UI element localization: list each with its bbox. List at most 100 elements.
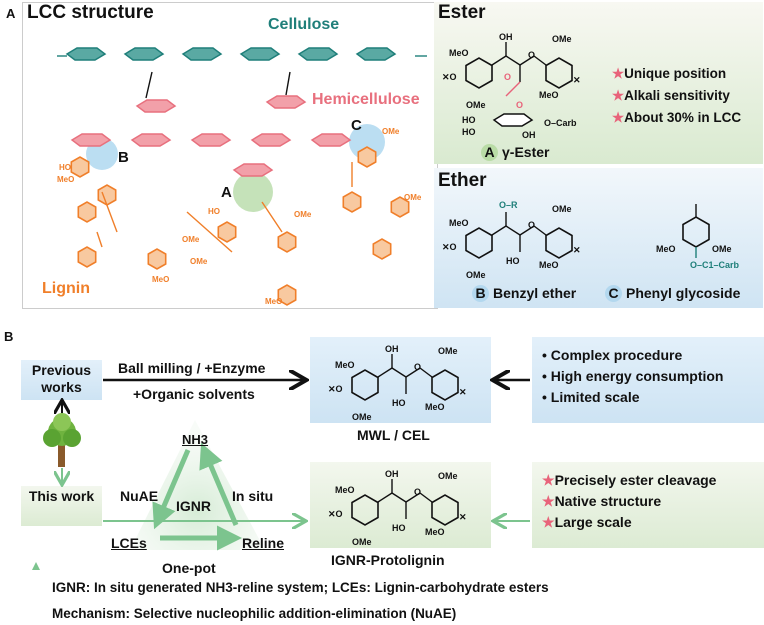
atom-label: HO (462, 127, 476, 137)
drawback-item: • Limited scale (542, 389, 640, 405)
benzene-ring (545, 57, 573, 89)
lignin-label: Lignin (42, 280, 90, 297)
ball-milling-label: Ball milling / +Enzyme (118, 360, 266, 376)
benzene-ring (147, 248, 167, 270)
benzene-ring (77, 201, 97, 223)
highlight-a-label: A (221, 184, 232, 201)
tree-icon (43, 413, 81, 467)
highlight-c-label: C (351, 117, 362, 134)
bond (419, 492, 433, 503)
panel-b-arrows (32, 320, 530, 570)
atom-label: HO (392, 523, 406, 533)
atom-label: ✕ (459, 512, 467, 522)
ester-title: Ester (438, 2, 486, 23)
bond (491, 55, 507, 66)
advantage-item: ★Precisely ester cleavage (542, 472, 717, 488)
bond (377, 492, 393, 503)
atom-label: OH (499, 32, 513, 42)
bond (405, 492, 421, 503)
sugar-ring (297, 47, 339, 61)
atom-label: O (528, 220, 535, 230)
atom-label: MeO (449, 48, 469, 58)
bond (101, 191, 118, 233)
feature-item: ★Unique position (612, 66, 727, 81)
benzene-ring (545, 227, 573, 259)
drawback-item: • High energy consumption (542, 368, 724, 384)
sugar-ring (355, 47, 397, 61)
star-icon: ★ (612, 88, 625, 103)
advantage-item: ★Large scale (542, 514, 632, 530)
nh3-label: NH3 (182, 432, 209, 447)
atom-label: MeO (539, 260, 559, 270)
atom-label: ✕O (328, 509, 343, 519)
atom-label: MeO (57, 175, 74, 184)
atom-label: OMe (438, 346, 458, 356)
atom-label: OMe (190, 257, 208, 266)
benzene-ring (217, 221, 237, 243)
atom-label: O (504, 72, 511, 82)
atom-label: MeO (425, 527, 445, 537)
atom-label: O (528, 50, 535, 60)
atom-label: OMe (466, 270, 486, 280)
mwl-cel-caption: MWL / CEL (357, 427, 430, 443)
benzene-ring (431, 494, 459, 526)
atom-label: OMe (182, 235, 200, 244)
atom-label: OMe (552, 34, 572, 44)
benzene-ring (70, 156, 90, 178)
note-ignr: IGNR: In situ generated NH3-reline syste… (52, 580, 549, 595)
bond (285, 71, 291, 96)
atom-label: OMe (404, 193, 422, 202)
bond (505, 55, 521, 66)
star-icon: ★ (542, 514, 555, 530)
ignr-center-label: IGNR (176, 498, 211, 514)
atom-label: MeO (425, 402, 445, 412)
benzene-ring (357, 146, 377, 168)
benzene-ring (682, 216, 710, 248)
atom-label: HO (208, 207, 220, 216)
atom-label: OMe (352, 537, 372, 547)
sugar-ring (265, 95, 307, 109)
bond (519, 55, 535, 66)
star-icon: ★ (542, 493, 555, 509)
panel-b-letter: B (4, 329, 14, 344)
drawback-item: • Complex procedure (542, 347, 683, 363)
atom-label: OMe (382, 127, 400, 136)
bond (96, 231, 103, 248)
highlight-a (233, 172, 273, 212)
sugar-ring (310, 133, 352, 147)
lcc-title: LCC structure (27, 2, 154, 23)
note-mechanism: Mechanism: Selective nucleophilic additi… (52, 606, 457, 621)
sugar-ring (181, 47, 223, 61)
atom-label: MeO (539, 90, 559, 100)
organic-solvents-label: +Organic solvents (133, 386, 255, 402)
lces-label: LCEs (111, 535, 147, 551)
ignr-protolignin-caption: IGNR-Protolignin (331, 552, 445, 568)
hemicellulose-label: Hemicellulose (312, 91, 420, 108)
ether-panel (434, 168, 763, 308)
atom-label: O–Carb (544, 118, 577, 128)
feature-item: ★About 30% in LCC (612, 110, 742, 125)
atom-label: O (414, 487, 421, 497)
bond (391, 492, 407, 503)
benzene-ring (351, 369, 379, 401)
reline-label: Reline (242, 535, 285, 551)
atom-label: OMe (712, 244, 732, 254)
in-situ-label: In situ (232, 488, 274, 504)
atom-label: MeO (265, 297, 282, 306)
highlight-b-label: B (118, 149, 129, 166)
atom-label: ✕O (442, 242, 457, 252)
benzene-ring (342, 191, 362, 213)
atom-label: OMe (294, 210, 312, 219)
star-icon: ★ (612, 110, 625, 125)
benzene-ring (465, 227, 493, 259)
feature-item: ★Alkali sensitivity (612, 88, 730, 103)
atom-label: ✕ (573, 245, 581, 255)
ether-title: Ether (438, 170, 487, 191)
atom-label: OH (385, 344, 399, 354)
highlight-c (349, 124, 385, 160)
